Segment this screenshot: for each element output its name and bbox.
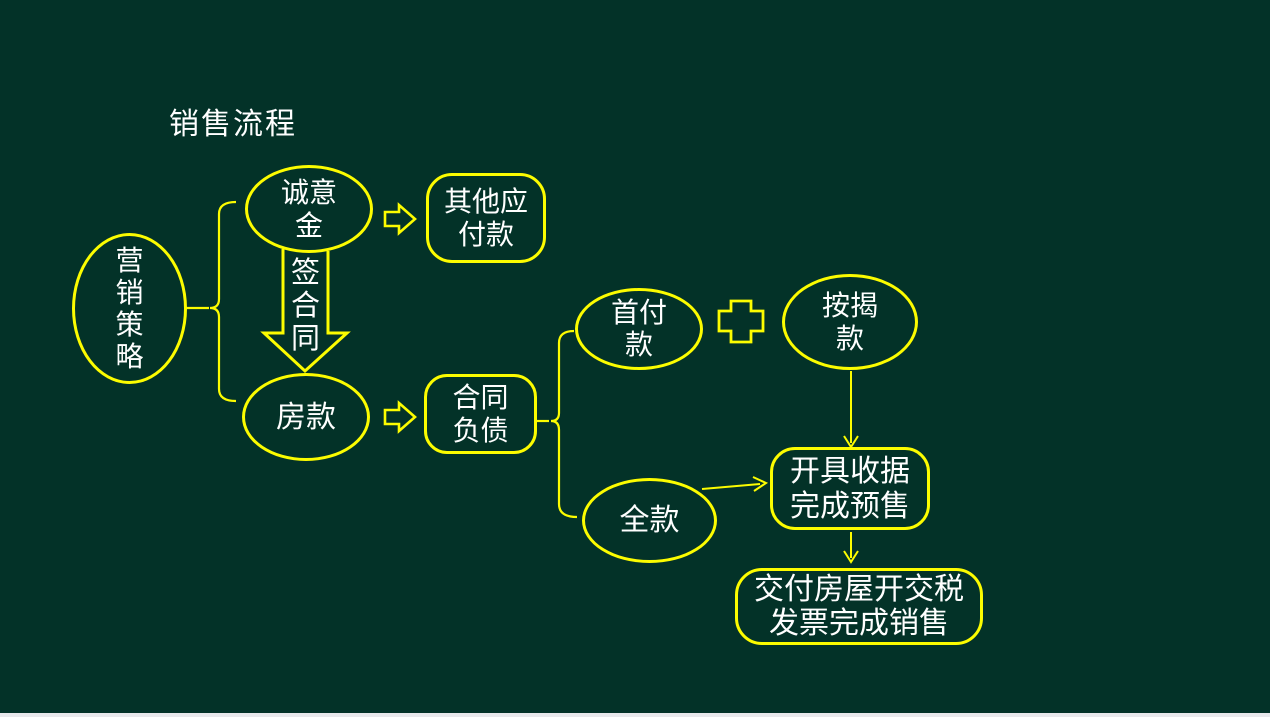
node-label-line: 合同 xyxy=(452,381,509,414)
arrow-sign-contract-icon xyxy=(260,249,351,374)
arrowhead-fullpay-to-receipt-icon xyxy=(752,476,769,492)
node-issue-receipt[interactable]: 开具收据 完成预售 xyxy=(770,447,930,530)
brace-marketing-split xyxy=(209,200,237,403)
brace-contract-split xyxy=(550,329,578,519)
node-other-payables[interactable]: 其他应 付款 xyxy=(426,173,546,263)
node-label-line: 款 xyxy=(624,328,653,361)
node-label-line: 发票完成销售 xyxy=(769,605,949,641)
node-label-line: 完成预售 xyxy=(790,488,910,524)
node-label-line: 付款 xyxy=(457,218,514,251)
node-sign-contract[interactable]: 签 合 同 xyxy=(281,254,330,356)
node-contract-liability[interactable]: 合同 负债 xyxy=(424,374,537,454)
node-label-line: 款 xyxy=(835,322,864,355)
node-label-line: 全款 xyxy=(619,503,680,538)
node-earnest-money[interactable]: 诚意 金 xyxy=(245,165,373,253)
node-label-line: 签 xyxy=(290,254,320,289)
node-label-line: 首付 xyxy=(610,296,667,329)
node-label-line: 金 xyxy=(294,209,323,242)
node-label-line: 其他应 xyxy=(443,185,528,218)
arrowhead-receipt-to-deliver-icon xyxy=(843,550,859,564)
node-down-payment[interactable]: 首付 款 xyxy=(575,288,703,370)
arrow-house-to-contract-icon xyxy=(383,400,417,434)
node-house-payment[interactable]: 房款 xyxy=(242,373,370,461)
node-label-line: 房款 xyxy=(276,399,336,435)
node-label-line: 负债 xyxy=(452,414,509,447)
node-label-line: 销 xyxy=(115,275,144,309)
node-label-line: 略 xyxy=(115,339,144,373)
node-label-line: 同 xyxy=(290,320,320,355)
node-label-line: 按揭 xyxy=(821,289,878,322)
node-label-line: 开具收据 xyxy=(790,453,910,489)
node-label-line: 交付房屋开交税 xyxy=(754,571,964,607)
node-marketing-strategy[interactable]: 营 销 策 略 xyxy=(72,233,187,384)
arrow-earnest-to-other-icon xyxy=(383,202,417,236)
node-full-payment[interactable]: 全款 xyxy=(582,478,717,563)
bottom-edge-bar xyxy=(0,713,1270,717)
node-label-line: 诚意 xyxy=(280,176,337,209)
plus-icon xyxy=(717,299,765,344)
node-mortgage-payment[interactable]: 按揭 款 xyxy=(782,274,918,370)
page-title[interactable]: 销售流程 xyxy=(169,107,297,142)
node-deliver-house[interactable]: 交付房屋开交税 发票完成销售 xyxy=(735,568,983,645)
node-label-line: 策 xyxy=(115,307,144,341)
node-label-line: 营 xyxy=(115,243,144,277)
connector-fullpay-to-receipt xyxy=(701,483,761,490)
node-label-line: 合 xyxy=(290,287,320,322)
